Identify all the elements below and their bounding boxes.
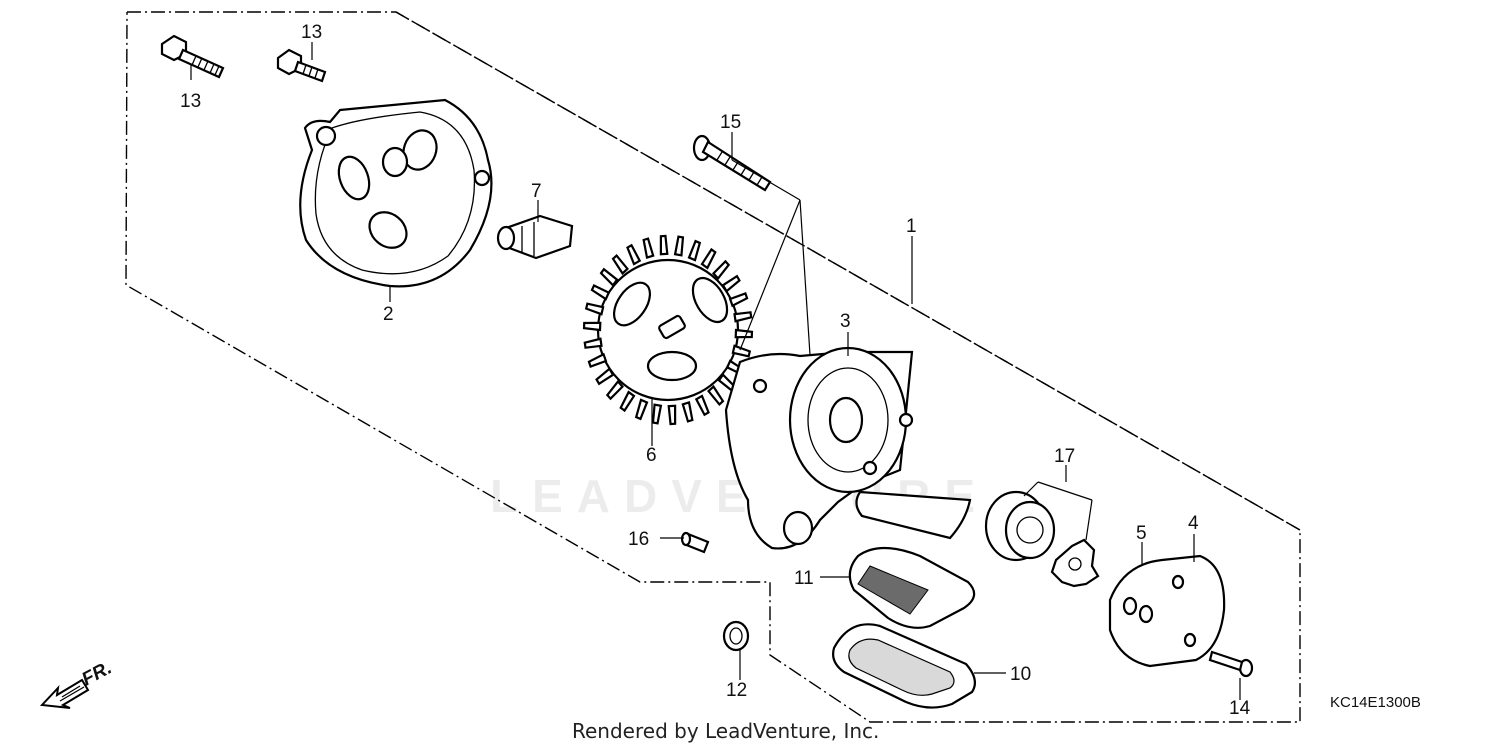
oil-strainer-screen: [848, 546, 976, 629]
sprocket-tooth: [605, 379, 625, 401]
callout-13-left: 13: [180, 91, 201, 112]
callout-4: 4: [1188, 513, 1199, 534]
sprocket-tooth: [642, 237, 655, 259]
callout-15: 15: [720, 112, 741, 133]
sprocket-tooth: [599, 267, 619, 287]
pump-plate: [1108, 554, 1226, 668]
sprocket-tooth: [733, 311, 753, 323]
driven-sprocket: [582, 234, 754, 426]
callout-16: 16: [628, 529, 649, 550]
sprocket-tooth: [711, 259, 731, 281]
callout-12: 12: [726, 680, 747, 701]
callout-6: 6: [646, 445, 657, 466]
sprocket-tooth: [582, 321, 602, 332]
callout-5: 5: [1136, 523, 1147, 544]
sprocket-tooth: [651, 403, 663, 425]
callout-7: 7: [531, 181, 542, 202]
inner-rotor: [1050, 538, 1100, 588]
sprocket-tooth: [694, 394, 710, 417]
sprocket-tooth: [731, 344, 752, 358]
sprocket-tooth: [673, 235, 685, 257]
sprocket-tooth: [681, 401, 694, 423]
sprocket-tooth: [595, 367, 615, 386]
pump-body: [724, 346, 972, 550]
sprocket-tooth: [667, 404, 677, 426]
render-credit: Rendered by LeadVenture, Inc.: [572, 719, 879, 743]
sprocket-tooth: [626, 243, 642, 266]
assembly-frame-link: [395, 11, 1301, 531]
sprocket-tooth: [687, 239, 702, 262]
sprocket-tooth: [707, 384, 725, 406]
callout-17: 17: [1054, 446, 1075, 467]
sprocket-tooth: [634, 398, 649, 421]
sprocket-tooth: [728, 292, 749, 308]
sprocket-tooth: [584, 302, 605, 316]
pump-shaft-pin: [496, 214, 574, 260]
callout-11: 11: [794, 568, 814, 589]
assembly-frame-outer: [125, 11, 1301, 723]
bolt-13-left: [160, 34, 225, 79]
callout-2: 2: [383, 304, 394, 325]
sprocket-tooth: [721, 274, 741, 293]
dowel-pin-16: [680, 531, 710, 554]
screw-15: [692, 134, 772, 192]
outer-rotor: [984, 490, 1056, 562]
sprocket-tooth: [700, 247, 717, 270]
sprocket-tooth: [590, 283, 611, 301]
callout-14: 14: [1229, 698, 1251, 719]
callout-10: 10: [1010, 664, 1031, 685]
sprocket-tooth: [734, 328, 754, 339]
sprocket-tooth: [587, 352, 608, 368]
bolt-13-right: [276, 48, 327, 83]
callout-13-right: 13: [301, 22, 322, 43]
leader-lines: [190, 42, 1241, 700]
callout-1: 1: [906, 216, 917, 237]
strainer-seal: [832, 623, 977, 709]
front-direction-arrow-icon: [39, 678, 90, 709]
screw-14: [1208, 650, 1254, 678]
sprocket-tooth: [611, 254, 629, 276]
callout-3: 3: [840, 311, 851, 332]
washer-12: [722, 620, 750, 652]
sprocket-tooth: [659, 234, 669, 256]
sprocket-tooth: [583, 337, 603, 349]
sprocket-tooth: [619, 390, 636, 413]
pump-cover: [299, 98, 493, 288]
diagram-code: KC14E1300B: [1330, 694, 1421, 711]
